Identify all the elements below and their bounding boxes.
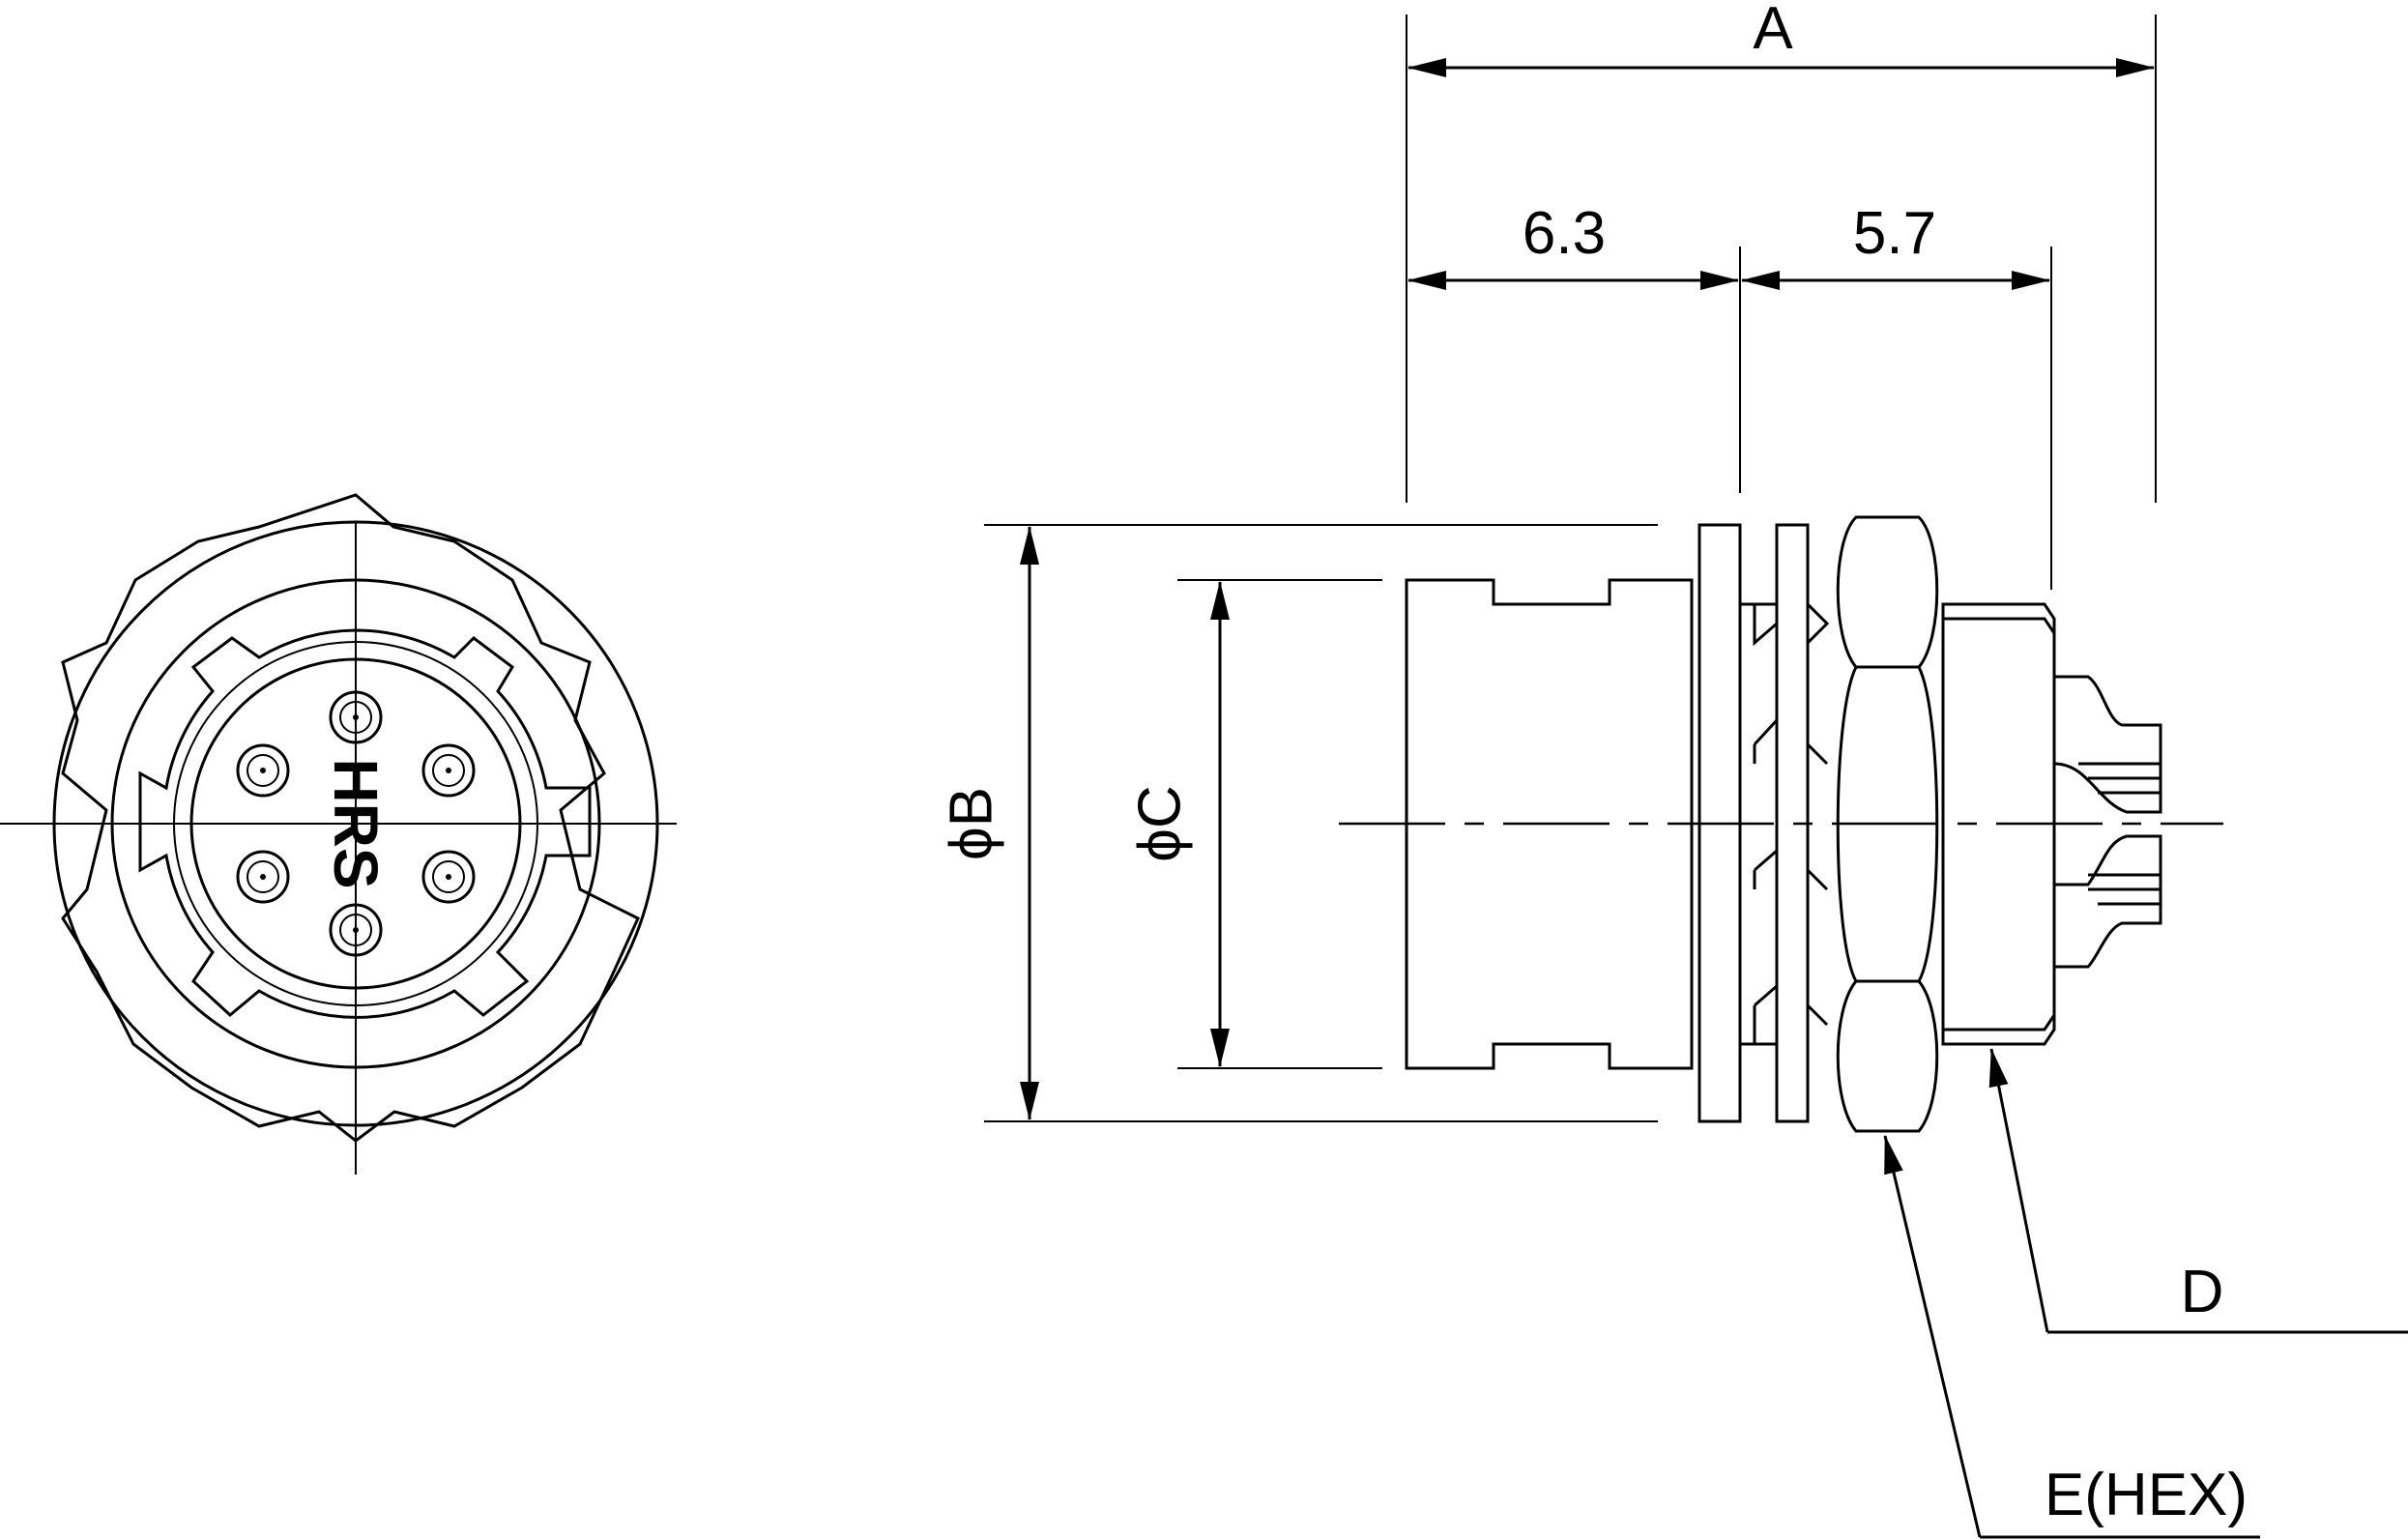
- side-body: [1405, 578, 1694, 1070]
- dimension-d-label: D: [2181, 1259, 2224, 1325]
- front-view: HRS: [0, 493, 677, 1175]
- contact-lower-left: [236, 850, 290, 904]
- side-view: [1339, 515, 2223, 1133]
- dimension-left-length-label: 6.3: [1523, 200, 1606, 267]
- dimension-e-leader: E(HEX): [1883, 1135, 2260, 1539]
- dimension-right-length-label: 5.7: [1853, 200, 1936, 267]
- side-terminals: [2053, 675, 2162, 969]
- dimension-diameter-c: ϕC: [1127, 579, 1382, 1069]
- dimension-e-label: E(HEX): [2045, 1462, 2248, 1528]
- contact-upper-left: [236, 743, 290, 798]
- dimension-left-length: 6.3: [1407, 200, 1741, 493]
- dimension-diameter-c-label: ϕC: [1127, 785, 1194, 862]
- dimension-a: A: [1406, 0, 2157, 503]
- front-key-ring: [138, 628, 592, 1019]
- side-lock-washer: [1753, 602, 1830, 1044]
- dimension-diameter-b-label: ϕB: [939, 787, 1005, 860]
- side-hex-nut: [1836, 515, 1939, 1133]
- dimension-right-length: 5.7: [1741, 200, 2052, 590]
- dimension-diameter-b: ϕB: [939, 524, 1658, 1122]
- contact-lower-right: [421, 850, 476, 904]
- contact-upper-right: [421, 743, 476, 798]
- dimension-a-label: A: [1753, 0, 1793, 62]
- dimension-d-leader: D: [1988, 1048, 2408, 1334]
- side-rear-housing: [1941, 602, 2056, 1046]
